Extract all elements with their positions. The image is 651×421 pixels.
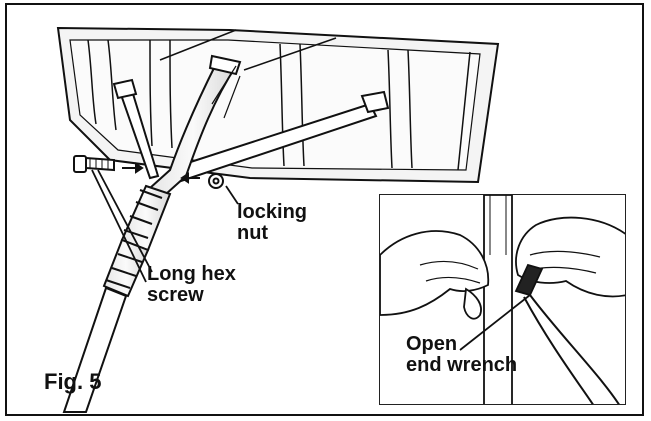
wrench-inset: [379, 194, 626, 405]
shovel-blade: [56, 26, 500, 184]
lower-handle: [62, 286, 128, 413]
wrench-label-line2: end wrench: [406, 354, 518, 376]
wrench-inset-illustration: [380, 195, 625, 404]
left-brace: [112, 78, 160, 180]
locking-nut-label: locking nut: [237, 202, 307, 244]
wrench-label-line1: Open: [406, 333, 458, 355]
inset-pole: [483, 195, 513, 404]
handle-shaft: [148, 54, 242, 196]
figure-number: Fig. 5: [44, 369, 102, 394]
locking-nut-label-line2: nut: [237, 222, 269, 244]
leader-lines: [91, 169, 239, 283]
grip-sleeve: [102, 184, 172, 298]
locking-nut: [208, 173, 224, 189]
right-hand: [515, 216, 625, 298]
hex-screw-label: Long hex screw: [147, 264, 236, 306]
left-hand: [380, 230, 490, 316]
hex-screw: [73, 155, 115, 173]
wrench-label: Open end wrench: [406, 334, 517, 376]
hex-screw-label-line2: screw: [147, 284, 204, 306]
locking-nut-label-line1: locking: [237, 201, 308, 223]
insert-arrow-icon: [122, 162, 200, 184]
hex-screw-label-line1: Long hex: [147, 263, 236, 285]
